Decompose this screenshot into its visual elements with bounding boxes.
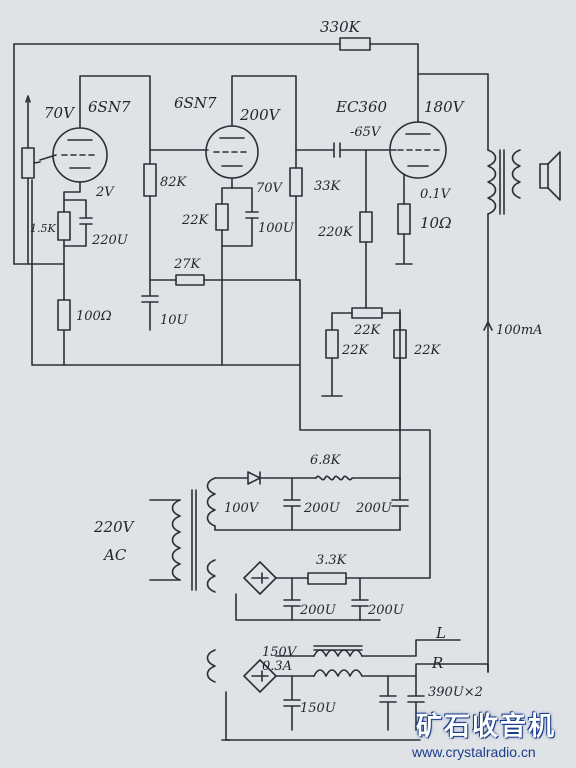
mains-transformer <box>149 489 197 591</box>
label-22k-pot: 22K <box>353 323 382 338</box>
label-v1-cathode: 2V <box>95 185 115 200</box>
label-v1-voltage: 70V <box>44 104 76 122</box>
bias-supply <box>206 471 409 531</box>
output-transformer <box>483 149 561 673</box>
label-33k: 33K <box>314 179 342 194</box>
hv-supply <box>206 429 431 621</box>
tube-v1 <box>39 75 151 201</box>
label-100ohm: 100Ω <box>76 309 112 324</box>
stage3 <box>289 73 447 481</box>
label-channel-r: R <box>431 654 443 672</box>
label-82k: 82K <box>160 175 188 190</box>
label-v2-cathode: 70V <box>256 181 284 196</box>
label-10u: 10U <box>160 313 189 328</box>
label-22k-a: 22K <box>181 213 210 228</box>
input-potentiometer <box>21 95 41 265</box>
label-200u-d: 200U <box>367 603 405 618</box>
label-v3-tube: EC360 <box>335 98 388 116</box>
label-390u: 390U×2 <box>428 685 483 700</box>
v1-cathode-network <box>13 199 93 366</box>
label-200u-a: 200U <box>303 501 341 516</box>
label-27k: 27K <box>173 257 202 272</box>
filament-supply <box>206 639 489 741</box>
label-3k3: 3.3K <box>316 553 348 568</box>
label-1k5: 1.5K <box>30 222 56 235</box>
label-03a: 0.3A <box>262 659 292 674</box>
label-150u: 150U <box>300 701 337 716</box>
label-v3-grid: -65V <box>350 125 382 140</box>
label-10ohm: 10Ω <box>420 214 452 232</box>
ground-rail <box>31 179 301 366</box>
label-200u-c: 200U <box>299 603 337 618</box>
stage2 <box>141 75 301 366</box>
label-v2-tube: 6SN7 <box>174 94 217 112</box>
label-v2-voltage: 200V <box>239 106 282 124</box>
label-22k-b: 22K <box>341 343 370 358</box>
speaker-icon <box>539 163 549 189</box>
label-220k: 220K <box>317 225 354 240</box>
watermark-url: www.crystalradio.cn <box>412 744 536 760</box>
label-v3-cathode: 0.1V <box>420 187 452 202</box>
label-220v: 220V <box>93 518 136 536</box>
label-330k: 330K <box>320 18 361 36</box>
label-200u-b: 200U <box>355 501 393 516</box>
label-ac: AC <box>102 546 127 564</box>
label-150v: 150V <box>262 645 298 660</box>
label-channel-l: L <box>435 624 446 642</box>
label-6k8: 6.8K <box>310 453 342 468</box>
label-220u: 220U <box>91 233 129 248</box>
label-100v: 100V <box>224 501 260 516</box>
label-v1-tube: 6SN7 <box>88 98 131 116</box>
component-labels: 330K 70V 6SN7 6SN7 200V EC360 180V -65V … <box>30 18 543 716</box>
label-100ma: 100mA <box>496 323 543 338</box>
watermark-logo-text: 矿石收音机 <box>416 712 557 742</box>
watermark: 矿石收音机 www.crystalradio.cn <box>408 706 572 764</box>
label-100u: 100U <box>258 221 295 236</box>
label-v3-voltage: 180V <box>424 98 466 116</box>
label-22k-c: 22K <box>413 343 442 358</box>
